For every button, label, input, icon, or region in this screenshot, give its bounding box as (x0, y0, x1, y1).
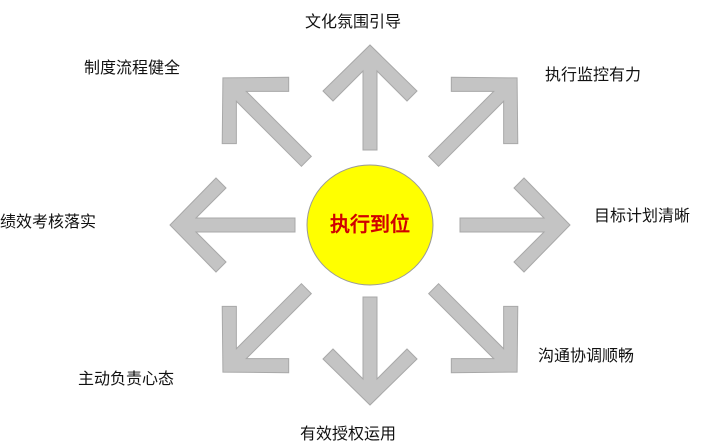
center-label: 执行到位 (330, 212, 410, 236)
arrow-bottom-left-icon (221, 282, 313, 374)
arrow-right-icon (459, 177, 571, 273)
arrow-bottom-icon (322, 296, 418, 406)
arrow-top-icon (322, 44, 418, 151)
label-top: 文化氛围引导 (305, 12, 402, 31)
label-top-left: 制度流程健全 (84, 58, 181, 77)
arrow-bottom-right-icon (427, 282, 519, 374)
label-top-right: 执行监控有力 (545, 65, 642, 84)
label-left: 绩效考核落实 (0, 212, 97, 231)
arrow-top-left-icon (221, 76, 313, 168)
label-bottom-left: 主动负责心态 (78, 369, 175, 388)
arrow-left-icon (169, 177, 296, 273)
label-right: 目标计划清晰 (594, 206, 691, 225)
arrow-top-right-icon (427, 76, 519, 168)
label-bottom: 有效授权运用 (300, 424, 397, 443)
label-bottom-right: 沟通协调顺畅 (538, 346, 635, 365)
center-circle (306, 164, 434, 286)
